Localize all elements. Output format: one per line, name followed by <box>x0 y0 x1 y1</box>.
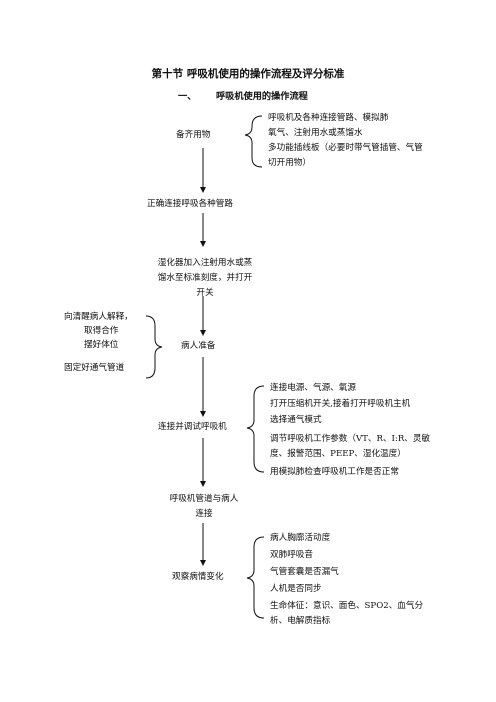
setup-item: 调节呼吸机工作参数（VT、R、I:R、灵敏 <box>270 434 431 444</box>
step-humidifier-line: 湿化器加入注射用水或蒸 <box>157 258 253 268</box>
observe-items-list: 病人胸廓活动度 双肺呼吸音 气管套囊是否漏气 人机是否同步 生命体征：意识、面色… <box>270 531 423 629</box>
step-prepare-supplies: 备齐用物 <box>176 130 211 140</box>
patient-prep-line: 取得合作 <box>84 326 119 336</box>
patient-prep-line: 向清醒病人解释， <box>64 312 133 322</box>
list-item: 氧气、注射用水或蒸馏水 <box>268 128 363 138</box>
brace-patient <box>145 315 163 379</box>
list-item: 人机是否同步 <box>270 584 322 594</box>
setup-item: 用模拟肺检查呼吸机工作是否正常 <box>270 467 399 477</box>
step-humidifier-line: 开关 <box>196 288 214 298</box>
brace-setup <box>246 385 265 473</box>
step-connect-patient-line: 呼吸机管道与病人 <box>169 494 239 504</box>
patient-prep-line: 固定好通气管道 <box>64 363 125 373</box>
list-item: 切开用物） <box>268 158 311 168</box>
list-item: 呼吸机及各种连接管路、模拟肺 <box>268 113 389 123</box>
list-item: 生命体征：意识、面色、SPO2、血气分 <box>270 601 424 611</box>
brace-observe <box>246 536 265 619</box>
step-humidifier: 湿化器加入注射用水或蒸 馏水至标准刻度，并打开 开关 <box>142 256 268 301</box>
section-number: 一、 <box>178 91 197 102</box>
prepare-items-list: 呼吸机及各种连接管路、模拟肺 氧气、注射用水或蒸馏水 多功能插线板（必要时带气管… <box>268 111 423 171</box>
list-item: 析、电解质指标 <box>270 616 331 626</box>
list-item: 病人胸廓活动度 <box>270 533 331 543</box>
list-item: 气管套囊是否漏气 <box>270 567 339 577</box>
step-connect-ventilator: 连接并调试呼吸机 <box>158 422 227 432</box>
list-item: 多功能插线板（必要时带气管插管、气管 <box>268 143 423 153</box>
step-patient-prep: 病人准备 <box>181 341 216 351</box>
setup-item: 度、报警范围、PEEP、湿化温度） <box>270 449 406 459</box>
step-connect-patient: 呼吸机管道与病人 连接 <box>150 492 258 522</box>
step-humidifier-line: 馏水至标准刻度，并打开 <box>157 273 253 283</box>
page-title: 第十节 呼吸机使用的操作流程及评分标准 <box>151 68 345 80</box>
list-item: 双肺呼吸音 <box>270 550 313 560</box>
section-title: 呼吸机使用的操作流程 <box>216 91 308 102</box>
step-connect-tubing: 正确连接呼吸各种管路 <box>147 199 233 209</box>
setup-item: 选择通气模式 <box>270 415 322 425</box>
step-observe: 观察病情变化 <box>172 572 224 582</box>
step-connect-patient-line: 连接 <box>195 509 213 519</box>
setup-item: 打开压缩机开关,接着打开呼吸机主机 <box>270 399 411 409</box>
setup-item: 连接电源、气源、氧源 <box>270 383 356 393</box>
brace-prepare <box>244 115 263 168</box>
patient-prep-line: 摆好体位 <box>84 340 119 350</box>
